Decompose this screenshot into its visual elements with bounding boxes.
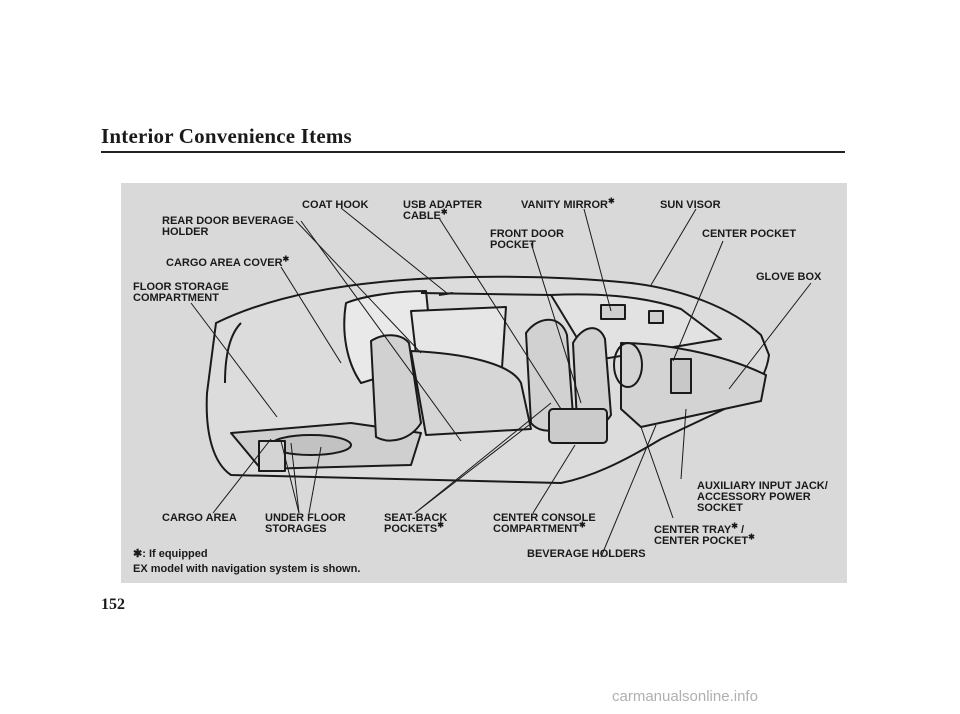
equipped-asterisk: ✱ bbox=[282, 254, 290, 264]
footnote-model-note: EX model with navigation system is shown… bbox=[133, 563, 361, 575]
page-number: 152 bbox=[101, 596, 125, 613]
equipped-asterisk: ✱ bbox=[731, 521, 738, 531]
car-interior-illustration bbox=[190, 207, 812, 558]
equipped-asterisk: ✱ bbox=[578, 520, 586, 530]
equipped-asterisk: ✱ bbox=[437, 520, 444, 530]
label-center-tray: CENTER TRAY✱ /CENTER POCKET✱ bbox=[654, 521, 755, 547]
label-glove-box: GLOVE BOX bbox=[756, 271, 822, 283]
footnote-if-equipped: ✱: If equipped bbox=[133, 548, 208, 560]
label-cargo-area-cover: CARGO AREA COVER✱ bbox=[166, 254, 290, 269]
label-sun-visor: SUN VISOR bbox=[660, 199, 721, 211]
label-beverage-holders: BEVERAGE HOLDERS bbox=[527, 548, 646, 560]
label-vanity-mirror: VANITY MIRROR✱ bbox=[521, 196, 615, 211]
label-center-pocket: CENTER POCKET bbox=[702, 228, 797, 240]
equipped-asterisk: ✱ bbox=[440, 207, 448, 217]
page-title: Interior Convenience Items bbox=[101, 124, 352, 148]
label-cargo-area: CARGO AREA bbox=[162, 512, 237, 524]
title-divider bbox=[101, 151, 845, 153]
watermark[interactable]: carmanualsonline.info bbox=[612, 688, 758, 705]
equipped-asterisk: ✱ bbox=[748, 532, 755, 542]
label-coat-hook: COAT HOOK bbox=[302, 199, 369, 211]
asterisk-icon: ✱ bbox=[133, 548, 143, 560]
equipped-asterisk: ✱ bbox=[608, 196, 615, 206]
